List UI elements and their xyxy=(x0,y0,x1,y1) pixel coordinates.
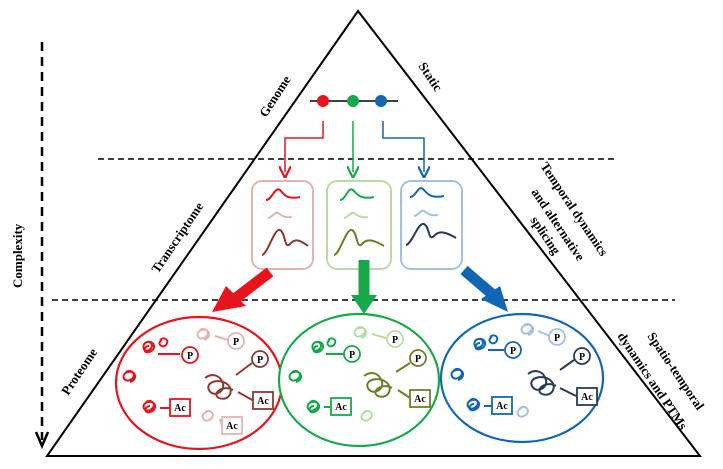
acetyl-label: Ac xyxy=(174,403,186,414)
phospho-label: P xyxy=(257,355,263,366)
ptm-blue: P P P Ac Ac xyxy=(491,328,598,415)
acetyl-mark xyxy=(221,416,243,435)
acetyl-label: Ac xyxy=(581,392,593,403)
phospho-mark xyxy=(343,345,361,363)
thick-arrow-green xyxy=(351,260,377,314)
arrow-red-genome xyxy=(285,121,324,172)
acetyl-label: Ac xyxy=(257,396,269,407)
acetyl-label: Ac xyxy=(496,401,508,412)
ptm-green: P P P Ac Ac xyxy=(330,330,431,416)
phospho-label: P xyxy=(392,335,398,346)
acetyl-mark xyxy=(330,397,352,416)
locus-red xyxy=(317,95,329,107)
thick-arrow-blue xyxy=(460,265,508,312)
label-transcriptome: Transcriptome xyxy=(148,199,206,276)
acetyl-label: Ac xyxy=(414,394,426,405)
phospho-mark xyxy=(504,341,522,359)
acetyl-label: Ac xyxy=(226,421,238,432)
acetyl-mark xyxy=(252,391,274,410)
pyramid-outline xyxy=(45,9,703,457)
phospho-mark xyxy=(548,328,566,346)
phospho-label: P xyxy=(579,352,585,363)
phospho-label: P xyxy=(415,354,421,365)
phospho-label: P xyxy=(187,351,193,362)
phospho-label: P xyxy=(233,337,239,348)
transcript-box-red xyxy=(251,180,314,270)
proteins-blue xyxy=(450,323,577,418)
proteome-ellipse-green xyxy=(277,312,441,448)
phospho-mark xyxy=(409,349,427,367)
phospho-mark xyxy=(573,347,591,365)
proteome-ellipse-blue xyxy=(439,312,605,444)
genome-loci xyxy=(310,95,398,107)
phospho-mark xyxy=(251,350,269,368)
acetyl-mark xyxy=(409,389,431,408)
phospho-label: P xyxy=(510,346,516,357)
locus-green xyxy=(347,95,359,107)
phospho-label: P xyxy=(349,350,355,361)
arrow-blue-genome xyxy=(382,121,424,172)
label-static: Static xyxy=(416,59,446,94)
phospho-mark xyxy=(386,330,404,348)
proteins-green xyxy=(288,326,411,422)
complexity-arrowhead xyxy=(34,431,50,450)
transcript-box-green xyxy=(326,180,392,270)
ptm-red: P P P Ac Ac Ac xyxy=(169,332,274,435)
proteins-red xyxy=(122,328,255,427)
thick-arrow-red xyxy=(212,267,274,312)
phospho-mark xyxy=(227,332,245,350)
acetyl-label: Ac xyxy=(335,402,347,413)
phospho-label: P xyxy=(554,333,560,344)
label-complexity: Complexity xyxy=(10,223,25,288)
acetyl-mark xyxy=(576,387,598,406)
acetyl-mark xyxy=(169,398,191,417)
phospho-mark xyxy=(181,346,199,364)
locus-blue xyxy=(375,95,387,107)
acetyl-mark xyxy=(491,396,513,415)
transcript-box-blue xyxy=(400,180,463,270)
